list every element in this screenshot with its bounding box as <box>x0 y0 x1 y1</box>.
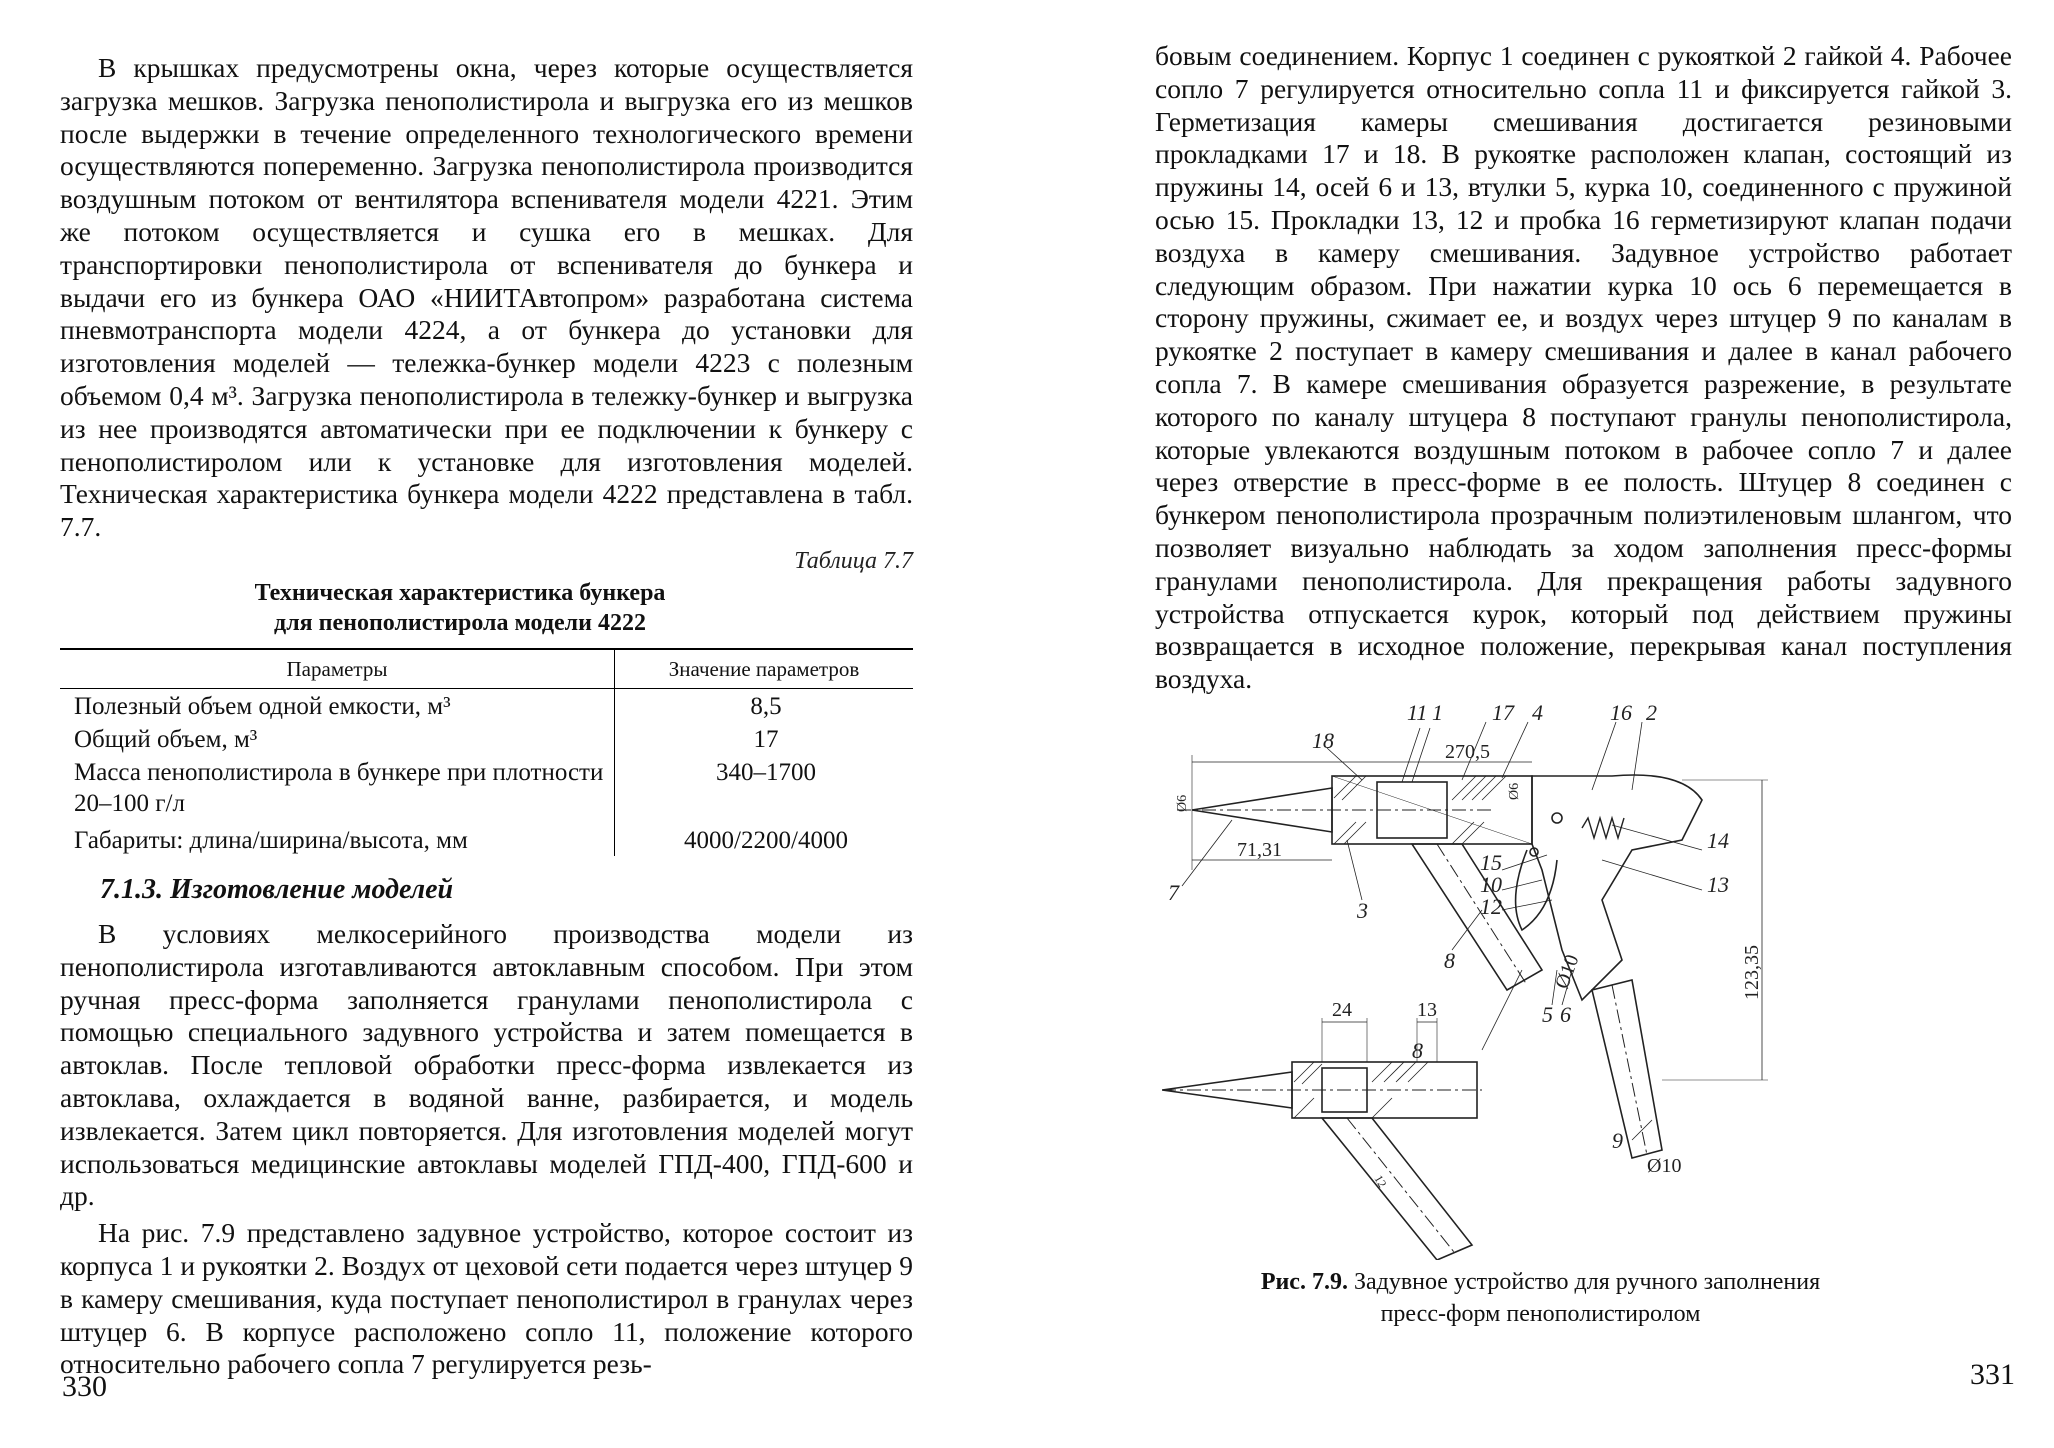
dimension-24: 24 <box>1332 999 1352 1021</box>
table-header-row: Параметры Значение параметров <box>60 648 913 689</box>
table-number: Таблица 7.7 <box>794 548 913 574</box>
diameter-6-right: Ø6 <box>1507 783 1522 800</box>
dimension-270: 270,5 <box>1445 741 1490 763</box>
table-row: Общий объем, м³ 17 <box>60 722 913 755</box>
label-3: 3 <box>1356 898 1368 923</box>
label-11: 11 <box>1407 700 1427 725</box>
label-4: 4 <box>1532 700 1543 725</box>
table-header-cell: Значение параметров <box>614 648 913 689</box>
table-cell: 4000/2200/4000 <box>684 827 848 854</box>
diameter-10-upper: Ø10 <box>1551 952 1583 992</box>
label-7: 7 <box>1168 880 1180 905</box>
table-row: Габариты: длина/ширина/высота, мм 4000/2… <box>60 819 913 856</box>
label-2: 2 <box>1646 700 1657 725</box>
label-10: 10 <box>1480 872 1502 897</box>
table-cell: 17 <box>753 726 779 753</box>
dimension-71: 71,31 <box>1237 839 1282 861</box>
label-18: 18 <box>1312 728 1334 753</box>
label-6: 6 <box>1560 1002 1571 1027</box>
label-12: 12 <box>1480 894 1502 919</box>
label-9: 9 <box>1612 1128 1623 1153</box>
label-16: 16 <box>1610 700 1632 725</box>
dimension-13: 13 <box>1417 999 1437 1021</box>
diameter-6-left: Ø6 <box>1175 795 1190 812</box>
table-row: Масса пенополистирола в бункере при плот… <box>60 755 913 819</box>
fitting-8 <box>1410 843 1544 992</box>
table-title-line-1: Техническая характеристика бункера <box>254 580 666 606</box>
paragraph: бовым соединением. Корпус 1 соединен с р… <box>1155 40 2012 695</box>
page-number: 330 <box>62 1370 107 1403</box>
label-8-lower: 8 <box>1412 1038 1423 1063</box>
fitting-9 <box>1591 979 1663 1159</box>
caption-line-2: пресс-форм пенополистиролом <box>1380 1301 1701 1327</box>
paragraph: В условиях мелкосерийного производства м… <box>60 918 913 1212</box>
caption-text-1: Задувное устройство для ручного заполнен… <box>1353 1269 1821 1295</box>
table-title: Техническая характеристика бункера для п… <box>60 578 860 638</box>
table-cell: Общий объем, м³ <box>60 722 615 755</box>
table-cell: Масса пенополистирола в бункере при плот… <box>60 755 615 819</box>
label-17: 17 <box>1492 700 1515 725</box>
fitting-lower <box>1320 1117 1474 1260</box>
table-cell: Габариты: длина/ширина/высота, мм <box>60 819 615 856</box>
dimension-123: 123,35 <box>1741 945 1763 1000</box>
left-paragraphs-2-3: В условиях мелкосерийного производства м… <box>60 918 913 1381</box>
left-paragraph-1: В крышках предусмотрены окна, через кото… <box>60 52 913 544</box>
figure-caption: Рис. 7.9. Задувное устройство для ручног… <box>1027 1266 2054 1330</box>
caption-line-1: Рис. 7.9. Задувное устройство для ручног… <box>1027 1266 2054 1298</box>
label-5: 5 <box>1542 1002 1553 1027</box>
page-number: 331 <box>1970 1358 2015 1391</box>
right-paragraph-1: бовым соединением. Корпус 1 соединен с р… <box>1155 40 2012 696</box>
caption-figure-number: Рис. 7.9. <box>1260 1269 1348 1295</box>
spec-table: Параметры Значение параметров Полезный о… <box>60 648 913 856</box>
table-row: Полезный объем одной емкости, м³ 8,5 <box>60 688 913 722</box>
table-cell: 8,5 <box>750 693 782 720</box>
paragraph: В крышках предусмотрены окна, через кото… <box>60 52 913 543</box>
left-page: В крышках предусмотрены окна, через кото… <box>60 52 913 1403</box>
table-title-line-2: для пенополистирола модели 4222 <box>274 610 646 636</box>
table-cell: 340–1700 <box>716 759 816 786</box>
label-14: 14 <box>1707 828 1729 853</box>
table-cell: Полезный объем одной емкости, м³ <box>60 688 615 722</box>
paragraph: На рис. 7.9 представлено задувное устрой… <box>60 1217 913 1380</box>
table-header-cell: Параметры <box>60 648 615 689</box>
label-13: 13 <box>1707 872 1729 897</box>
label-15: 15 <box>1480 850 1502 875</box>
label-8: 8 <box>1444 948 1455 973</box>
dimension-12: 12 <box>1371 1173 1389 1190</box>
diameter-10-lower: Ø10 <box>1647 1155 1681 1177</box>
label-1: 1 <box>1432 700 1443 725</box>
right-page: бовым соединением. Корпус 1 соединен с р… <box>1027 0 2054 1448</box>
section-heading: 7.1.3. Изготовление моделей <box>100 874 454 905</box>
figure-blow-device-drawing: 11 1 17 4 16 2 18 14 15 10 12 13 7 3 8 5… <box>1162 700 1768 1260</box>
